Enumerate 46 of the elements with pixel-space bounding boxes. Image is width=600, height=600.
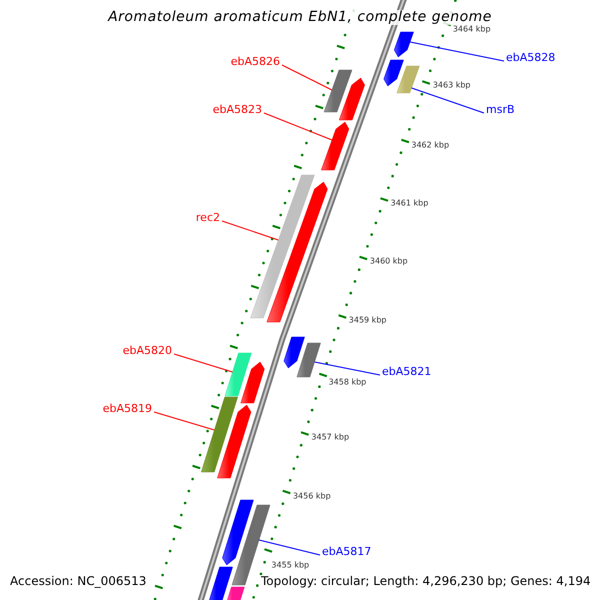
gene-block [396,66,420,94]
gene-label: ebA5817 [322,546,372,558]
leader-line [411,88,484,114]
scale-label: 3464 kbp [452,26,491,34]
gene-block [250,174,315,318]
leader-line [222,220,279,240]
leader-line [314,362,380,376]
scale-label: 3463 kbp [432,82,471,90]
genome-info-text: Topology: circular; Length: 4,296,230 bp; Genes: 4,194 [261,575,591,588]
gene-block [226,586,245,600]
scale-label: 3455 kbp [271,562,310,570]
gene-block [201,396,238,472]
gene-block [324,70,352,112]
leader-line [258,540,320,556]
accession-text: Accession: NC_006513 [10,575,146,588]
scale-label: 3461 kbp [390,200,428,208]
leader-line [410,42,504,62]
scale-label: 3459 kbp [348,316,386,326]
gene-label: ebA5828 [506,52,556,64]
gene-label: ebA5820 [122,344,172,358]
gene-block [384,60,404,86]
gene-block [240,362,265,404]
gene-block [224,352,252,396]
gene-block [284,336,305,368]
scale-label: 3462 kbp [411,142,450,150]
leader-line [174,354,233,372]
scale-label: 3456 kbp [292,492,331,502]
gene-label: ebA5823 [212,104,262,116]
gene-label: rec2 [196,212,220,224]
leader-line [282,64,332,90]
gene-label: ebA5821 [382,366,432,378]
gene-block [217,404,252,478]
gene-block [394,32,414,58]
leader-line [264,112,333,140]
scale-label: 3457 kbp [311,434,350,442]
scale-label: 3458 kbp [328,378,366,388]
gene-block [296,342,321,378]
gene-block [321,122,350,170]
gene-label: ebA5826 [230,56,280,68]
gene-block [222,500,254,566]
title: Aromatoleum aromaticum EbN1, complete genome [108,10,492,26]
gene-label: msrB [486,104,515,116]
gene-block [266,182,328,322]
scale-label: 3460 kbp [370,258,408,266]
gene-label: ebA5819 [102,402,152,416]
gene-block [338,78,365,120]
